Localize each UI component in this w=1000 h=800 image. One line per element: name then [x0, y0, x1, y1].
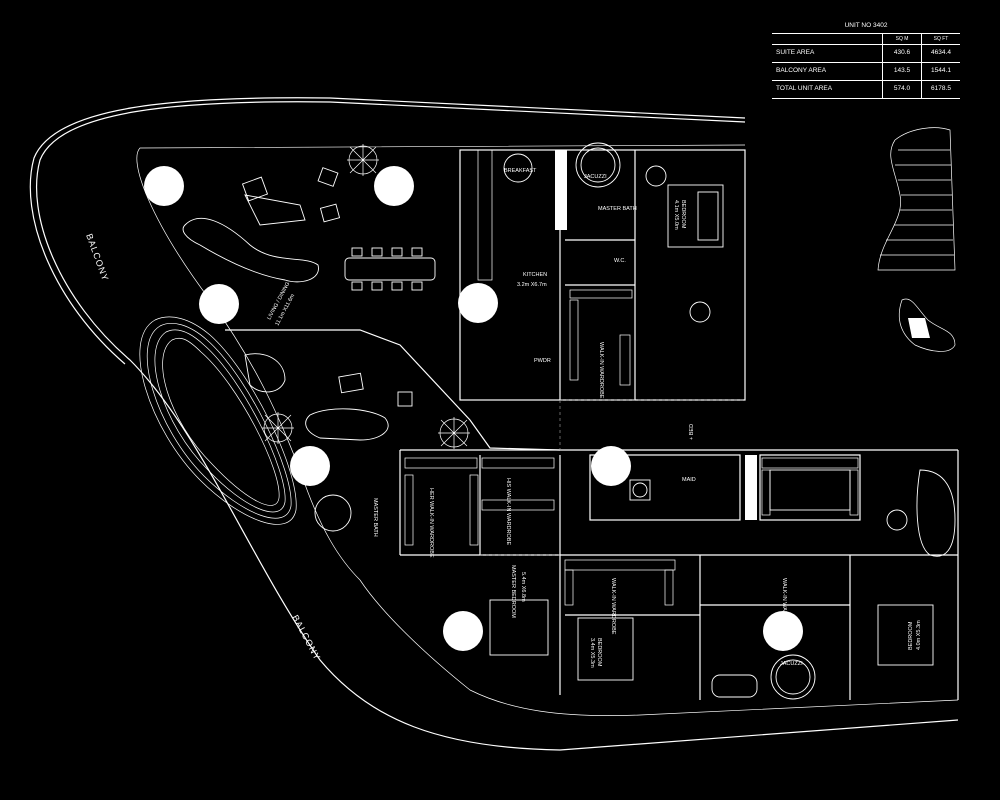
wardrobes	[404, 149, 859, 606]
bedroom-label-1: BEDROOM	[680, 200, 686, 229]
wc-label: W.C.	[614, 258, 626, 264]
sofa	[182, 217, 319, 283]
balcony-label-2: BALCONY	[290, 613, 322, 662]
hotspot-balcony-north[interactable]	[144, 166, 184, 206]
hotspot-maid-room[interactable]	[591, 446, 631, 486]
balcony-label-1: BALCONY	[84, 232, 111, 282]
bedroom-dim-3: 4.0m X5.3m	[916, 620, 922, 650]
unit-number: UNIT NO 3402	[772, 22, 960, 34]
col-header-sqm: SQ M	[882, 34, 922, 45]
row-label: BALCONY AREA	[772, 62, 883, 81]
jacuzzi-label-1: JACUZZI	[584, 174, 607, 180]
row-label: TOTAL UNIT AREA	[772, 80, 883, 99]
row-sqft: 4634.4	[921, 44, 960, 63]
row-sqm: 430.6	[882, 44, 922, 63]
hotspot-master-bath[interactable]	[290, 446, 330, 486]
bedroom-label-3: BEDROOM	[908, 621, 914, 650]
master-bedroom-label: MASTER BEDROOM	[510, 565, 516, 618]
maid-label: MAID	[682, 477, 696, 483]
his-label: HIS WALK-IN WARDROBE	[505, 478, 511, 545]
plants	[262, 144, 470, 449]
row-sqft: 6178.5	[921, 80, 960, 99]
table-row: SUITE AREA 430.6 4634.4	[772, 44, 960, 63]
kitchen-dim: 3.2m X6.7m	[517, 282, 547, 288]
row-sqm: 143.5	[882, 62, 922, 81]
bed-3	[877, 604, 934, 666]
row-label: SUITE AREA	[772, 44, 883, 63]
hotspot-kitchen[interactable]	[458, 283, 498, 323]
key-plan	[877, 127, 956, 352]
kitchen-label: KITCHEN	[523, 272, 547, 278]
walkin-label-1: WALK-IN WARDROBE	[598, 342, 604, 399]
dining-table	[344, 257, 436, 281]
hotspot-master-bedroom[interactable]	[443, 611, 483, 651]
hers-label: HER WALK-IN WARDROBE	[428, 488, 434, 558]
pool-feature	[139, 316, 297, 525]
col-header-label	[772, 34, 883, 45]
pwdr-label: PWDR	[534, 358, 551, 364]
walls	[225, 149, 959, 700]
sofa-2	[305, 408, 389, 441]
bedroom-dim-2: 3.4m X5.3m	[589, 638, 595, 668]
jacuzzi-label-2: JACUZZI	[780, 661, 803, 667]
breakfast-label: BREAKFAST	[504, 168, 537, 174]
bed-1	[667, 184, 724, 248]
unit-area-table: UNIT NO 3402 SQ M SQ FT SUITE AREA 430.6…	[772, 22, 960, 99]
table-row: TOTAL UNIT AREA 574.0 6178.5	[772, 80, 960, 99]
hotspot-living-dining[interactable]	[374, 166, 414, 206]
walkin-label-2: WALK-IN WARDROBE	[610, 578, 616, 635]
table-row: BALCONY AREA 143.5 1544.1	[772, 62, 960, 81]
row-sqm: 574.0	[882, 80, 922, 99]
hotspot-living-west[interactable]	[199, 284, 239, 324]
furniture	[182, 142, 956, 700]
unit-location-marker	[898, 298, 956, 352]
master-bed	[489, 599, 549, 656]
bedroom-dim-1: 4.1m X5.0m	[673, 200, 679, 230]
hotspot-bedroom-jacuzzi[interactable]	[763, 611, 803, 651]
bed-label: + BED	[689, 424, 695, 440]
master-bedroom-dim: 5.4m X6.8m	[520, 572, 526, 602]
hotspots	[144, 166, 803, 651]
balcony-outline	[29, 97, 959, 751]
master-bath-label-1: MASTER BATH	[598, 206, 637, 212]
walkin-label-3: WALK-IN WARDROBE	[781, 578, 787, 635]
bed-2	[577, 617, 634, 681]
row-sqft: 1544.1	[921, 62, 960, 81]
col-header-sqft: SQ FT	[921, 34, 960, 45]
master-bath-label-2: MASTER BATH	[372, 498, 378, 537]
bedroom-label-2: BEDROOM	[596, 638, 602, 667]
